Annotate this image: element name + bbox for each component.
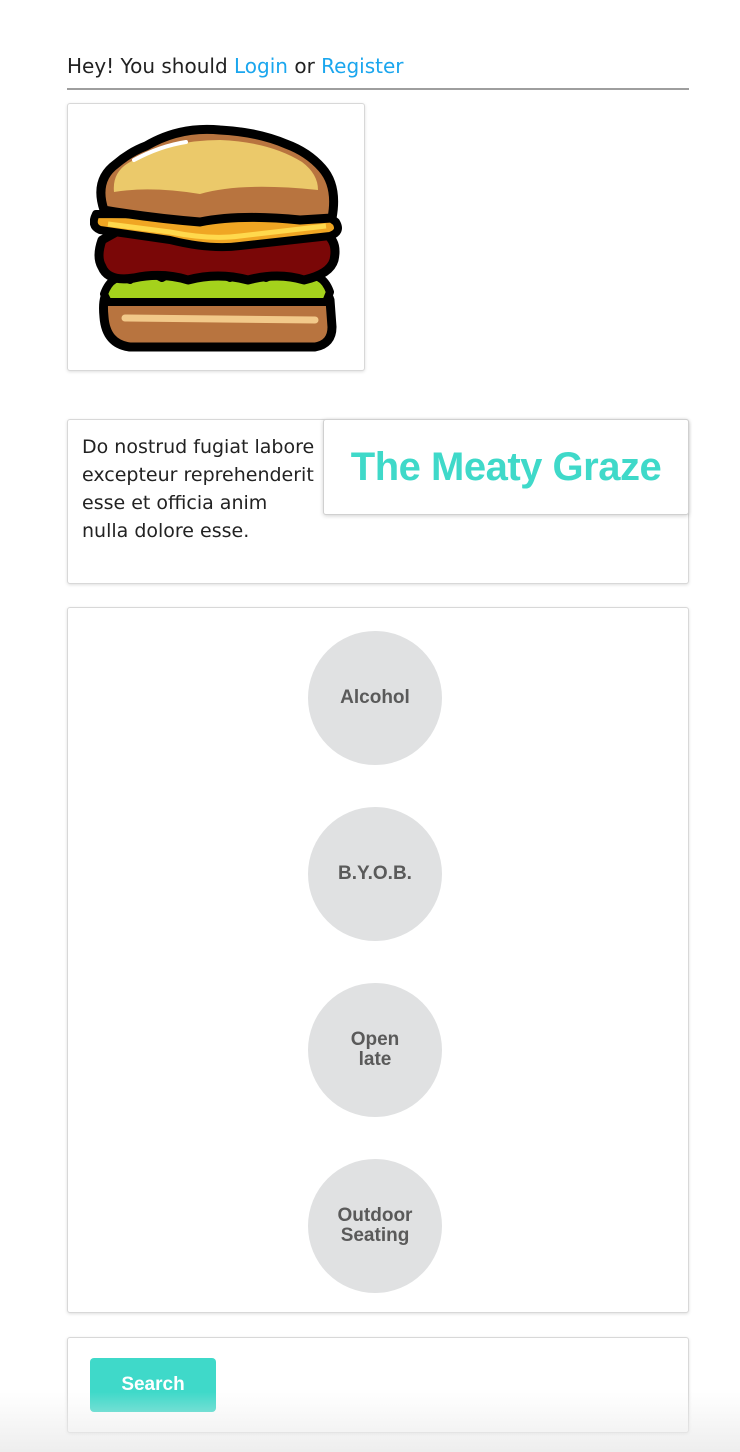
restaurant-logo-card xyxy=(67,103,365,371)
search-button[interactable]: Search xyxy=(90,1358,216,1412)
restaurant-description: Do nostrud fugiat labore excepteur repre… xyxy=(82,436,315,542)
login-link[interactable]: Login xyxy=(234,54,288,78)
restaurant-title-box: The Meaty Graze xyxy=(323,419,689,515)
greeting-connector: or xyxy=(287,54,322,78)
filter-label: Open late xyxy=(350,1029,400,1070)
burger-icon xyxy=(90,124,342,352)
filter-label: Alcohol xyxy=(340,687,410,708)
restaurant-name: The Meaty Graze xyxy=(350,444,662,489)
auth-prompt: Hey! You should Login or Register xyxy=(67,52,689,90)
filter-alcohol[interactable]: Alcohol xyxy=(308,631,442,765)
filter-open-late[interactable]: Open late xyxy=(308,983,442,1117)
amenity-filters-card: Alcohol B.Y.O.B. Open late Outdoor Seati… xyxy=(67,607,689,1313)
filter-label: B.Y.O.B. xyxy=(338,863,412,884)
greeting-text: Hey! You should xyxy=(67,54,235,78)
search-card: Search xyxy=(67,1337,689,1433)
register-link[interactable]: Register xyxy=(321,54,404,78)
filter-outdoor-seating[interactable]: Outdoor Seating xyxy=(308,1159,442,1293)
filter-byob[interactable]: B.Y.O.B. xyxy=(308,807,442,941)
filter-label: Outdoor Seating xyxy=(337,1205,413,1246)
